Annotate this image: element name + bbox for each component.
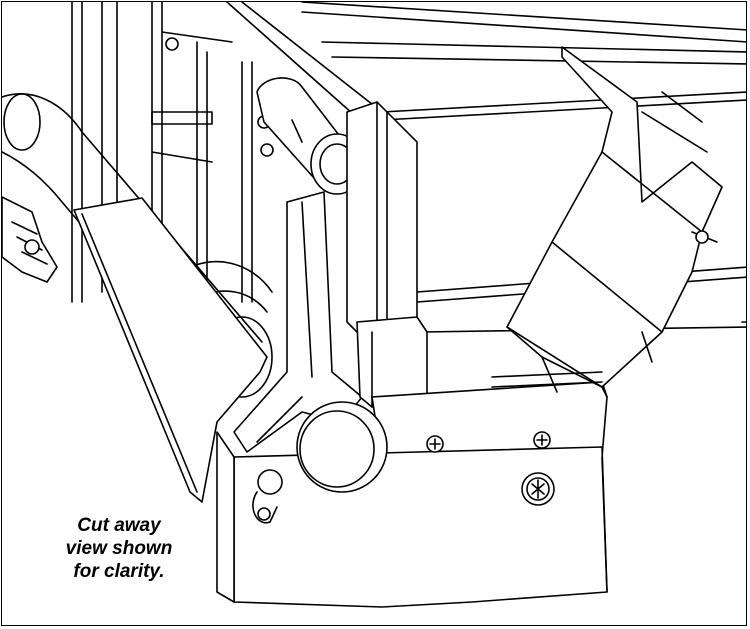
angled-plate — [73, 197, 268, 503]
detail-lines — [491, 321, 746, 388]
lock-pin — [252, 469, 283, 524]
caption-line-2: view shown — [65, 538, 173, 559]
round-tube-end — [296, 401, 388, 493]
caption-line-3: for clarity. — [73, 561, 165, 582]
lower-block — [356, 316, 428, 408]
right-box-unit — [506, 46, 723, 398]
diagonal-tube — [2, 93, 273, 403]
vertical-post — [346, 101, 418, 348]
caption-note: Cut away view shown for clarity. — [24, 514, 214, 583]
caption-line-1: Cut away — [77, 515, 161, 536]
bracket-screws — [426, 431, 555, 506]
left-bolt-assembly — [2, 196, 58, 283]
